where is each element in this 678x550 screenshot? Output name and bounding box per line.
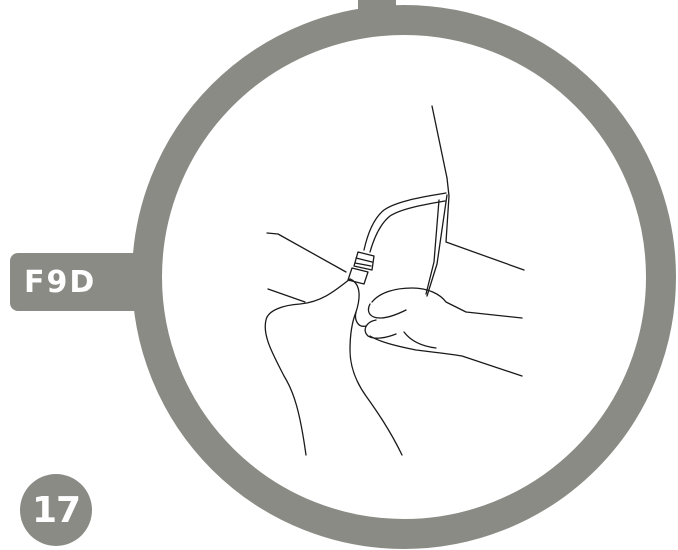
wall-line-lower <box>268 289 305 302</box>
frame-ring <box>147 20 661 534</box>
panel-inner-edge <box>427 195 447 296</box>
right-hand-fingers <box>368 304 406 318</box>
line-art <box>265 106 524 455</box>
step-number: 17 <box>32 490 80 531</box>
right-hand-outline <box>372 288 522 318</box>
panel-edge-right <box>446 178 524 270</box>
section-label: F9D <box>24 265 96 300</box>
right-hand-knuckle <box>404 332 436 348</box>
right-hand-lower <box>370 336 522 376</box>
hose-upper <box>364 193 446 250</box>
panel-edge-top <box>432 106 447 178</box>
wall-line-upper <box>267 233 346 272</box>
fitting-nut <box>354 252 374 270</box>
left-hand-finger <box>355 312 366 326</box>
hose-lower <box>370 201 445 252</box>
fitting-nut-lines <box>355 258 372 266</box>
section-label-tab: F9D <box>10 253 142 311</box>
left-hand-thumb <box>350 279 402 455</box>
step-number-badge: 17 <box>20 474 92 546</box>
left-hand-outline <box>265 279 350 455</box>
fitting-body <box>348 268 368 284</box>
